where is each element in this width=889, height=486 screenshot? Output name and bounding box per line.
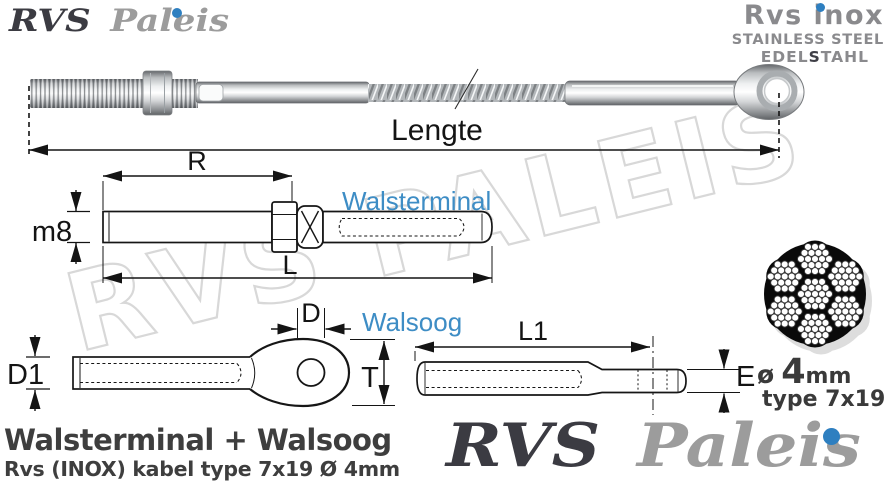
brand-inox-title: Rvs inox — [743, 0, 884, 31]
length-dimension — [28, 86, 780, 158]
inox-i-dot — [816, 3, 825, 12]
stud-bore-hidden-line — [426, 369, 583, 389]
swage-stud-drawing — [416, 336, 687, 415]
walsoog-bore-hidden-line — [80, 362, 242, 384]
brand-logo-bottom-rvs: RVS — [446, 411, 601, 481]
walsterminal-label: Walsterminal — [342, 186, 491, 216]
logo-i-dot-top — [172, 8, 182, 18]
hex-nut-photo — [142, 70, 173, 116]
brand-logo-bottom: RVS Paleis — [446, 416, 861, 476]
walsterminal-drawing — [102, 201, 493, 253]
dim-label-l: L — [282, 250, 297, 280]
logo-i-dot-bottom — [823, 428, 840, 445]
walsoog-dimensions — [26, 308, 395, 411]
eye-hole-photo — [763, 77, 791, 105]
terminal-swage-tube — [322, 210, 493, 244]
brand-edelstahl-line: EDELSTAHL — [732, 47, 884, 66]
brand-logo-paleis: Paleis — [110, 3, 230, 39]
brand-logo-top: RVS Paleis — [9, 6, 229, 37]
product-title: Walsterminal + Walsoog — [4, 423, 392, 457]
dim-label-r: R — [187, 146, 207, 176]
dim-label-d: D — [301, 298, 321, 328]
brand-logo-rvs: RVS — [9, 3, 91, 39]
length-label: Lengte — [391, 114, 483, 147]
stud-dimensions — [414, 341, 740, 413]
walsterminal-dimensions — [67, 170, 493, 284]
dim-label-e: E — [736, 361, 755, 393]
brand-logo-bottom-paleis: Paleis — [636, 411, 861, 481]
edelstahl-post: TAHL — [820, 47, 869, 66]
eye-shank-photo — [564, 80, 741, 106]
walsoog-tube — [72, 356, 252, 390]
diameter-unit: mm — [805, 364, 852, 389]
diameter-symbol: ø — [757, 360, 775, 389]
terminal-nut — [271, 201, 298, 253]
product-subtitle: Rvs (INOX) kabel type 7x19 Ø 4mm — [4, 457, 400, 481]
diameter-value: 4 — [781, 352, 806, 392]
dim-label-l1: L1 — [518, 316, 548, 346]
brand-stainless-line: STAINLESS STEEL — [731, 32, 884, 48]
cable-type-label: type 7x19 — [762, 387, 886, 412]
dim-label-d1: D1 — [7, 359, 44, 391]
terminal-threaded-rod — [102, 210, 273, 244]
dim-label-t: T — [361, 362, 379, 394]
walsoog-label: Walsoog — [362, 307, 462, 337]
edelstahl-pre: EDEL — [760, 47, 809, 66]
swage-stud-body — [416, 361, 687, 396]
walsoog-eye-hole — [296, 358, 326, 387]
walsoog-drawing — [72, 337, 351, 408]
dim-label-m8: m8 — [32, 216, 72, 248]
cable-diameter-spec: ø 4 mm — [757, 352, 851, 392]
rope-wires — [766, 242, 864, 346]
cable-assembly-photo — [30, 64, 805, 120]
brand-right-block: Rvs inox STAINLESS STEEL EDELSTAHL — [732, 2, 884, 65]
edelstahl-s: S — [808, 47, 821, 66]
rope-cross-section — [764, 240, 872, 355]
break-mark — [454, 68, 479, 110]
